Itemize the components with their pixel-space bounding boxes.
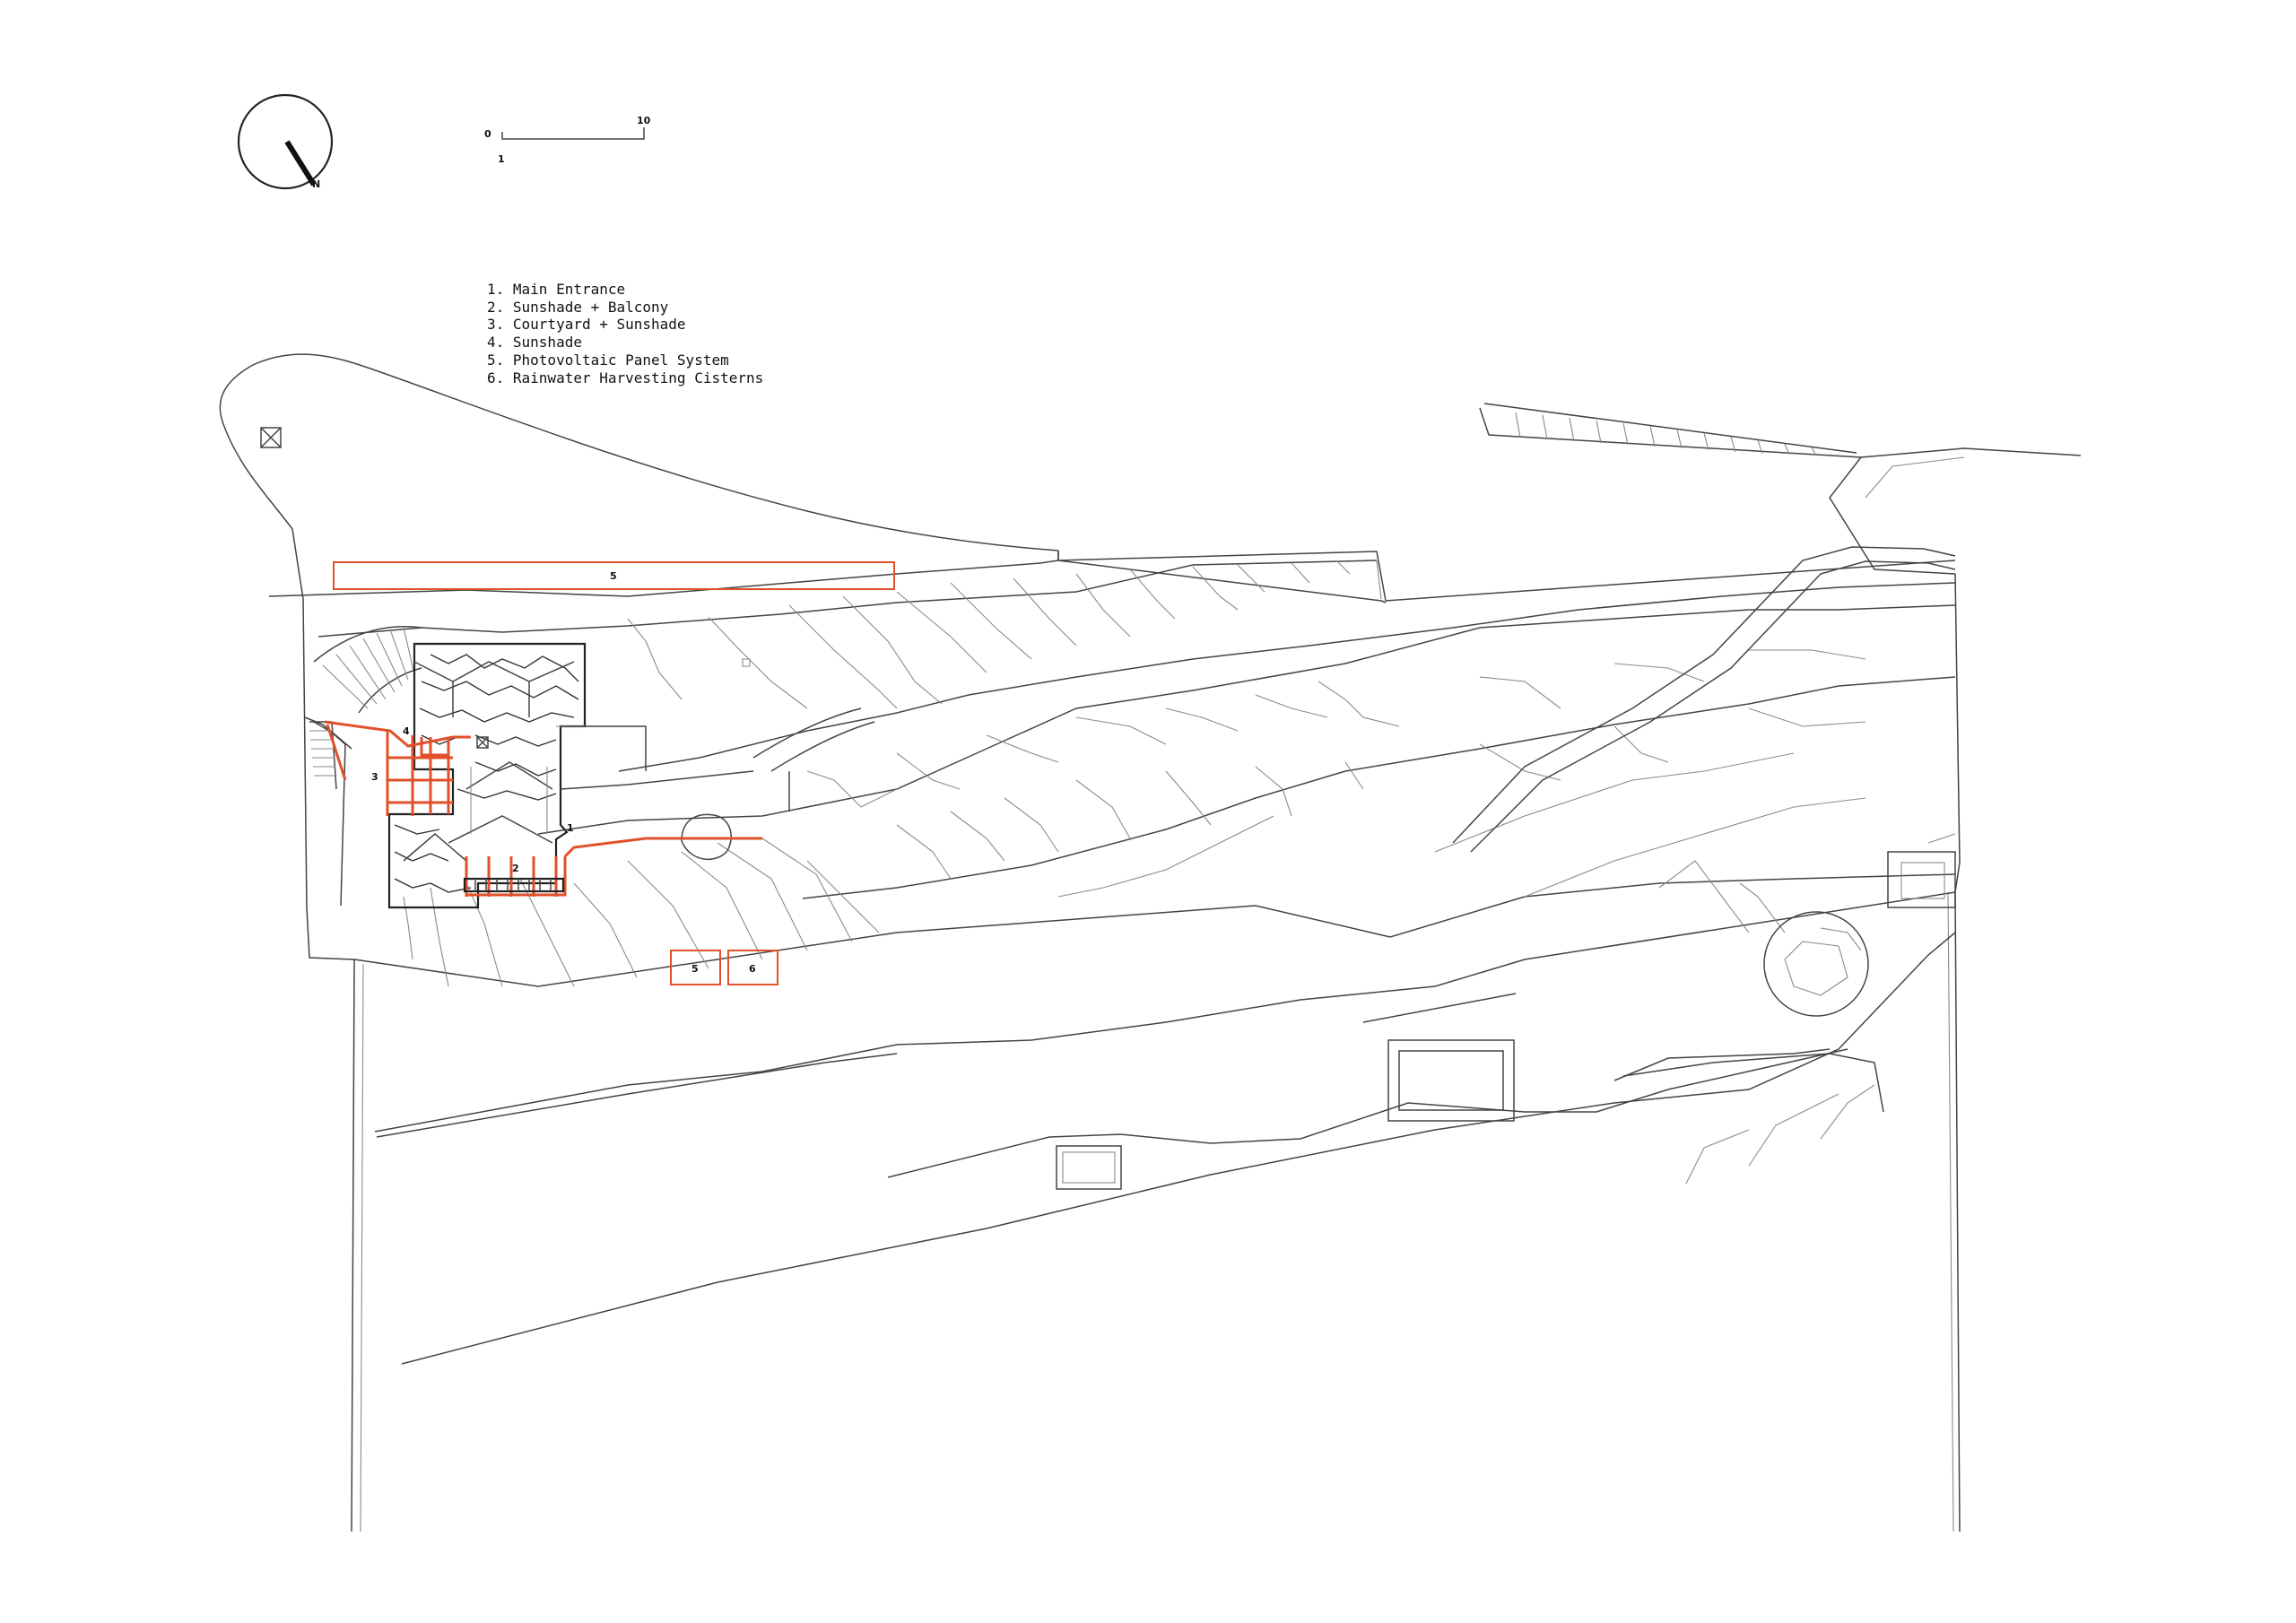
pool-outer [1387, 1039, 1515, 1122]
label-entrance: 1 [567, 822, 574, 834]
north-arrow-needle [284, 140, 317, 187]
label-pv: 5 [610, 570, 617, 582]
label-balcony: 2 [512, 863, 519, 874]
slope-contours [403, 838, 880, 987]
scale-end-label: 10 [637, 115, 651, 126]
pool-inner [1398, 1050, 1504, 1111]
legend-item: 6. Rainwater Harvesting Cisterns [487, 369, 764, 386]
pools [260, 427, 1956, 1190]
round-feature [1763, 911, 1869, 1017]
north-arrow: N [237, 93, 334, 190]
terrace-lines [268, 551, 1956, 1365]
curved-stair [313, 626, 422, 714]
scale-bar-line [501, 127, 645, 140]
balcony-steps [463, 877, 565, 893]
cistern-a [670, 950, 721, 985]
scale-start-label: 0 [484, 128, 491, 140]
label-cistern-a: 5 [691, 963, 699, 975]
courtyard-stair [309, 721, 337, 790]
sunshade-elements [324, 561, 895, 985]
small-pool-inner [1062, 1151, 1116, 1184]
pv-panel-system [333, 561, 895, 590]
legend: 1. Main Entrance 2. Sunshade + Balcony 3… [487, 281, 763, 386]
label-courtyard: 3 [371, 771, 378, 783]
scale-bar: 0 10 1 [484, 115, 651, 165]
stairs [304, 403, 1956, 907]
ramp [752, 707, 875, 812]
corner-structure [1887, 851, 1956, 908]
north-label: N [312, 178, 320, 190]
legend-item: 1. Main Entrance [487, 281, 626, 298]
contour-lines [627, 560, 1956, 1185]
legend-item: 2. Sunshade + Balcony [487, 298, 669, 316]
paths [556, 725, 754, 860]
label-sunshade: 4 [403, 725, 410, 737]
legend-item: 4. Sunshade [487, 334, 582, 352]
legend-item: 3. Courtyard + Sunshade [487, 316, 686, 334]
scale-unit-label: 1 [498, 153, 505, 165]
label-cistern-b: 6 [749, 963, 756, 975]
north-arrow-circle [237, 93, 334, 190]
plan-labels: 1 2 3 4 5 5 6 [371, 570, 756, 975]
upper-steps [1515, 412, 1817, 456]
small-pool-outer [1056, 1145, 1122, 1190]
marker-box [260, 427, 282, 448]
legend-item: 5. Photovoltaic Panel System [487, 351, 729, 369]
cistern-b [727, 950, 778, 985]
